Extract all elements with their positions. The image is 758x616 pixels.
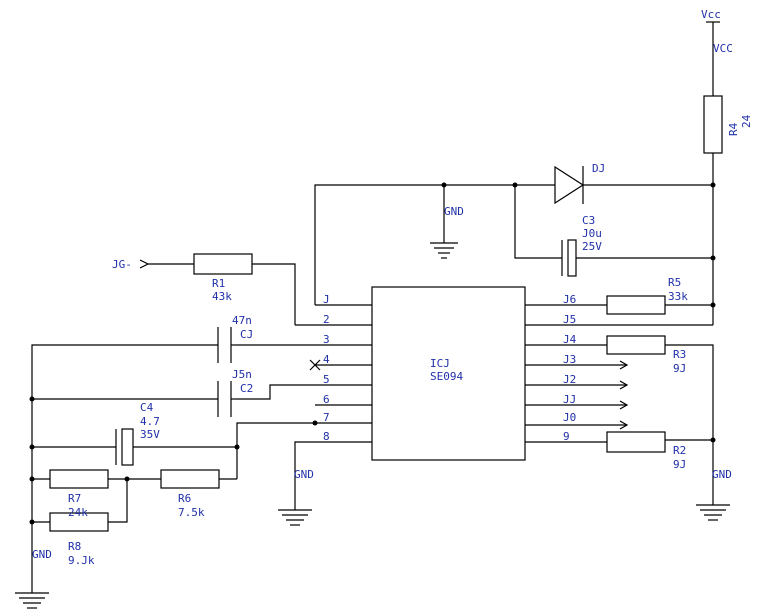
- r1-ref: R1: [212, 277, 225, 290]
- pin-label-11: JJ: [563, 393, 576, 406]
- r2-value: 9J: [673, 458, 686, 471]
- c4-voltage: 35V: [140, 428, 160, 441]
- gnd-right-label: GND: [712, 468, 732, 481]
- r4-value: 24: [740, 114, 753, 128]
- pin-label-6: 6: [323, 393, 330, 406]
- diode-d1: [554, 165, 713, 205]
- output-arrows: [525, 360, 629, 430]
- pin-label-14: J4: [563, 333, 577, 346]
- r6-value: 7.5k: [178, 506, 205, 519]
- resistor-r4: [703, 95, 723, 154]
- gnd-top-label: GND: [444, 205, 464, 218]
- capacitor-c3: [514, 185, 713, 277]
- r3-value: 9J: [673, 362, 686, 375]
- ground-symbol-top: [430, 185, 458, 259]
- c2-value: J5n: [232, 368, 252, 381]
- resistor-r5: [525, 295, 713, 315]
- ic-left-pins: [236, 304, 372, 510]
- r7-ref: R7: [68, 492, 81, 505]
- r5-ref: R5: [668, 276, 681, 289]
- r1-value: 43k: [212, 290, 232, 303]
- resistor-r2: [525, 431, 713, 453]
- c2-ref: C2: [240, 382, 253, 395]
- ground-symbol-mid: [278, 509, 312, 526]
- pin-label-13: J3: [563, 353, 576, 366]
- c1-ref: CJ: [240, 328, 253, 341]
- r4-ref: R4: [727, 122, 740, 136]
- pin-label-2: 2: [323, 313, 330, 326]
- pin-label-5: 5: [323, 373, 330, 386]
- ic-ref: ICJ: [430, 357, 450, 370]
- pin-label-1: J: [323, 293, 330, 306]
- pin1-supply-wire: [314, 184, 555, 305]
- d1-ref: DJ: [592, 162, 605, 175]
- r5-value: 33k: [668, 290, 688, 303]
- gnd-mid-label: GND: [294, 468, 314, 481]
- c4-ref: C4: [140, 401, 154, 414]
- r7-value: 24k: [68, 506, 88, 519]
- c3-value: J0u: [582, 227, 602, 240]
- vcc-net-label: VCC: [713, 42, 733, 55]
- pin-label-7: 7: [323, 411, 330, 424]
- capacitor-c4: [32, 428, 237, 466]
- resistor-r8: [32, 479, 128, 532]
- gnd-left-label: GND: [32, 548, 52, 561]
- resistor-r3: [525, 335, 714, 505]
- pin-label-10: J0: [563, 411, 576, 424]
- capacitor-c2: [32, 381, 237, 417]
- pin-label-8: 8: [323, 430, 330, 443]
- r8-value: 9.Jk: [68, 554, 95, 567]
- c1-value: 47n: [232, 314, 252, 327]
- c4-value: 4.7: [140, 415, 160, 428]
- junction-dots: [29, 182, 716, 525]
- ic-part: SE094: [430, 370, 463, 383]
- ic-right-pin-numbers: J6 J5 J4 J3 J2 JJ J0 9: [563, 293, 577, 443]
- r8-ref: R8: [68, 540, 81, 553]
- ic-body: [371, 286, 526, 461]
- pin-label-3: 3: [323, 333, 330, 346]
- pin-label-9: 9: [563, 430, 570, 443]
- pin-label-4: 4: [323, 353, 330, 366]
- pin-label-12: J2: [563, 373, 576, 386]
- r6-ref: R6: [178, 492, 191, 505]
- pin-label-15: J5: [563, 313, 576, 326]
- input-label: JG-: [112, 258, 132, 271]
- vcc-rail: [706, 21, 720, 96]
- c3-ref: C3: [582, 214, 595, 227]
- resistor-r7: [32, 469, 161, 489]
- resistor-r1: [139, 253, 296, 325]
- vcc-label: Vcc: [701, 8, 721, 21]
- r3-ref: R3: [673, 348, 686, 361]
- ground-symbol-right: [696, 504, 730, 521]
- ic-left-pin-numbers: J 2 3 4 5 6 7 8: [323, 293, 330, 443]
- resistor-r6: [160, 465, 238, 489]
- ground-symbol-left: [15, 592, 49, 609]
- r2-ref: R2: [673, 444, 686, 457]
- pin-label-16: J6: [563, 293, 576, 306]
- c3-voltage: 25V: [582, 240, 602, 253]
- capacitor-c1: [31, 327, 237, 593]
